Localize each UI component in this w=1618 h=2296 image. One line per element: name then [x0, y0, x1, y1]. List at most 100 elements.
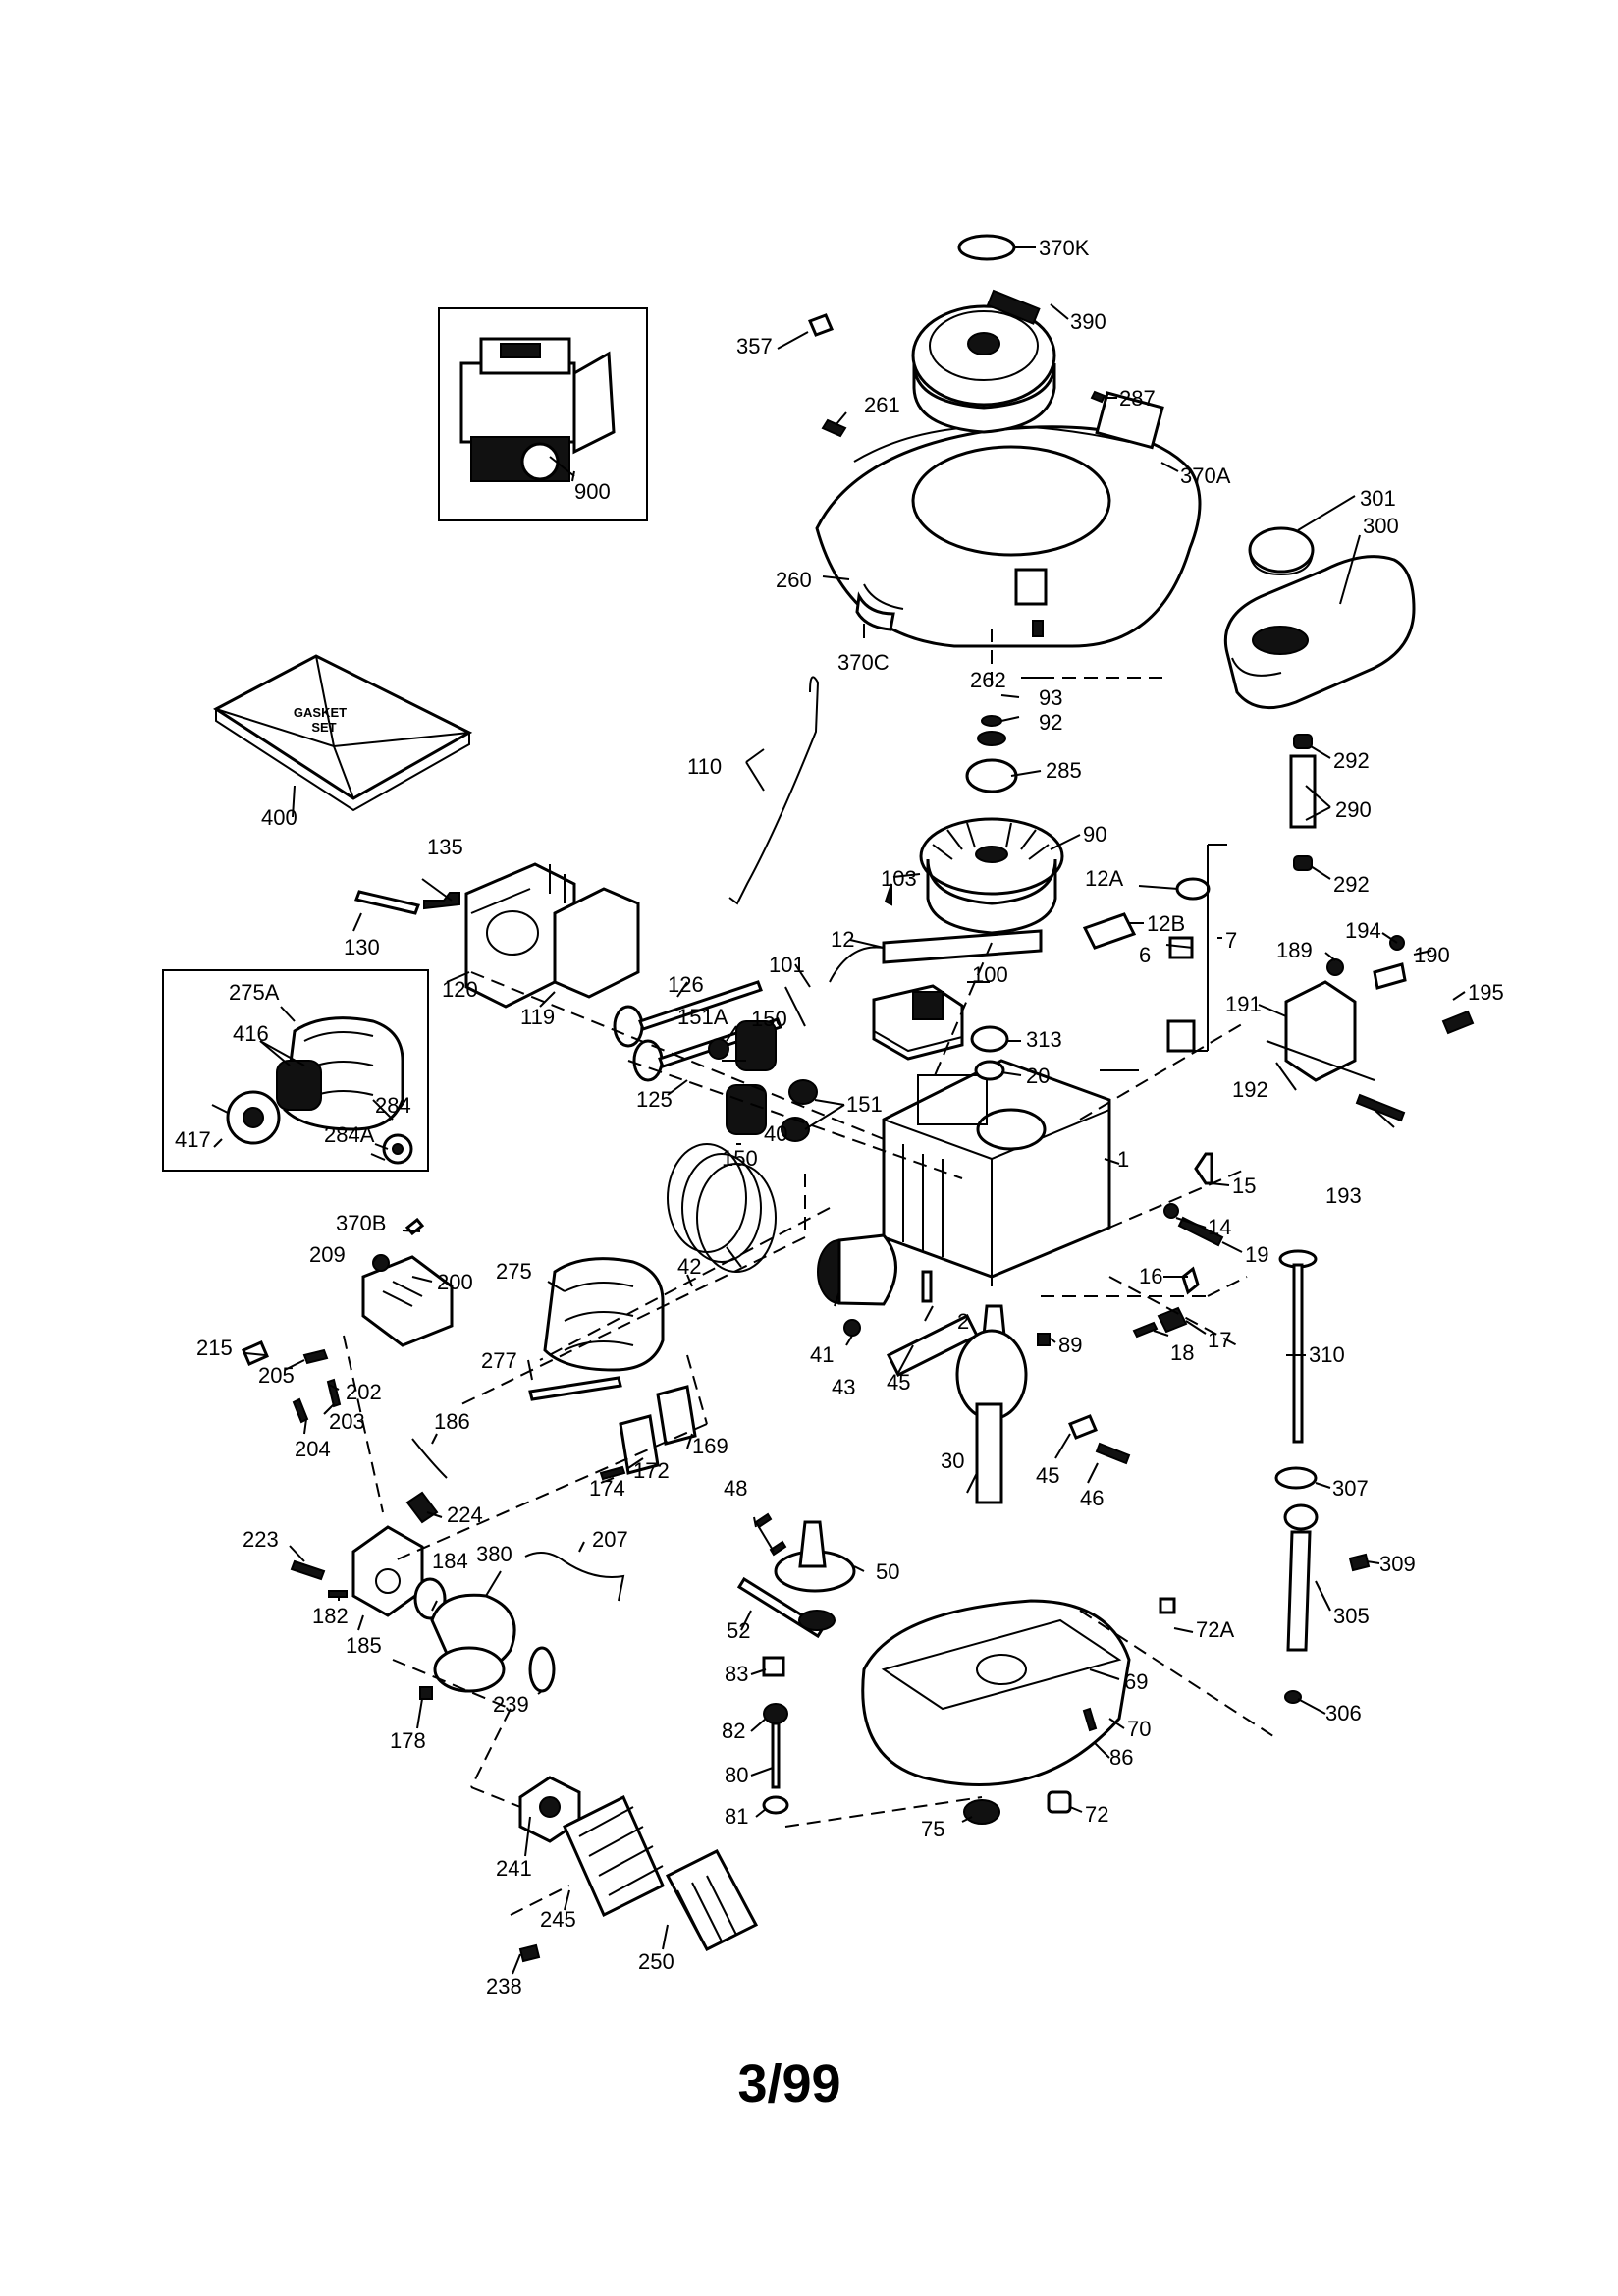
callout-245: 245 — [540, 1907, 576, 1932]
callout-174: 174 — [589, 1476, 625, 1501]
filter-screen-245 — [563, 1794, 665, 1918]
fuel-tank — [1223, 555, 1416, 710]
piston — [817, 1233, 897, 1306]
callout-292b: 292 — [1333, 872, 1370, 897]
camshaft-50 — [774, 1520, 856, 1593]
callout-169: 169 — [692, 1434, 728, 1458]
callout-72: 72 — [1085, 1802, 1108, 1827]
fan-cup-285 — [965, 758, 1018, 793]
gasket-169 — [656, 1385, 697, 1446]
callout-17: 17 — [1208, 1328, 1231, 1352]
part-83 — [762, 1656, 785, 1677]
leader-lines — [213, 246, 1466, 1975]
callout-14: 14 — [1208, 1215, 1231, 1239]
carburetor-380 — [430, 1593, 516, 1693]
gasket-set-envelope: GASKET SET — [213, 654, 473, 812]
callout-238: 238 — [486, 1974, 522, 1998]
callout-400: 400 — [261, 805, 297, 830]
callout-135: 135 — [427, 835, 463, 859]
screw-262 — [1032, 620, 1044, 637]
part-45b — [1068, 1414, 1098, 1440]
callout-203: 203 — [329, 1409, 365, 1434]
callout-30: 30 — [941, 1449, 964, 1473]
callout-370B: 370B — [336, 1211, 386, 1235]
callout-172: 172 — [633, 1458, 670, 1483]
callout-284: 284 — [375, 1093, 411, 1118]
callout-12A: 12A — [1085, 866, 1123, 891]
decal-370A — [1095, 391, 1164, 450]
callout-42: 42 — [677, 1254, 701, 1279]
callout-45a: 45 — [887, 1370, 910, 1394]
bolt-277 — [528, 1376, 622, 1401]
page-code: 3/99 — [737, 2054, 840, 2113]
callout-75: 75 — [921, 1817, 944, 1841]
spring-150-top — [735, 1020, 777, 1071]
carburetor-body-185 — [351, 1525, 424, 1617]
o-ring-239 — [528, 1646, 556, 1693]
screw-189 — [1326, 958, 1344, 976]
spark-plug-135 — [423, 892, 460, 910]
callout-100: 100 — [972, 962, 1008, 987]
part-17 — [1157, 1306, 1188, 1334]
head-gasket-119 — [553, 887, 640, 999]
callout-215: 215 — [196, 1336, 233, 1360]
callout-52: 52 — [727, 1618, 750, 1643]
callout-70: 70 — [1127, 1717, 1151, 1741]
assembly-dashed-lines — [343, 629, 1277, 1916]
part-313 — [970, 1025, 1009, 1053]
air-filter-inset-box — [162, 969, 429, 1172]
screw-309 — [1348, 1553, 1371, 1572]
callout-307: 307 — [1332, 1476, 1369, 1501]
callout-275A: 275A — [229, 980, 280, 1005]
callout-192: 192 — [1232, 1077, 1268, 1102]
callout-92: 92 — [1039, 710, 1062, 735]
callout-195: 195 — [1468, 980, 1504, 1005]
shaft-80 — [771, 1722, 781, 1789]
callout-120: 120 — [442, 977, 478, 1002]
callout-193: 193 — [1325, 1183, 1362, 1208]
callout-310: 310 — [1309, 1342, 1345, 1367]
callout-284A: 284A — [324, 1122, 375, 1147]
link-207 — [524, 1552, 625, 1602]
clamp-292-top — [1293, 734, 1313, 749]
part-178 — [419, 1686, 433, 1700]
callout-194: 194 — [1345, 918, 1381, 943]
callout-306: 306 — [1325, 1701, 1362, 1725]
screw-18 — [1132, 1321, 1159, 1339]
engine-inset-box — [438, 307, 648, 521]
callout-72A: 72A — [1196, 1617, 1234, 1642]
callout-46: 46 — [1080, 1486, 1104, 1510]
o-ring-307 — [1274, 1466, 1318, 1490]
callout-204: 204 — [295, 1437, 331, 1461]
part-205 — [302, 1348, 329, 1365]
part-7 — [1166, 1019, 1196, 1053]
screw-174 — [599, 1465, 626, 1481]
callout-370K: 370K — [1039, 236, 1090, 260]
screw-223 — [290, 1559, 326, 1581]
callout-151A: 151A — [677, 1005, 728, 1029]
screw-261 — [821, 418, 847, 438]
callout-178: 178 — [390, 1728, 426, 1753]
fuel-cap — [1248, 526, 1315, 576]
gasket-set-text-line-2: SET — [311, 720, 336, 735]
cylinder-block — [882, 1059, 1111, 1286]
callout-50: 50 — [876, 1559, 899, 1584]
screw-238 — [518, 1943, 541, 1963]
sump-69 — [861, 1599, 1131, 1786]
spring-203 — [326, 1378, 342, 1408]
gasket-172 — [619, 1414, 660, 1475]
valve-stem-126 — [638, 980, 763, 1031]
callout-86: 86 — [1109, 1745, 1133, 1770]
tube-305 — [1286, 1530, 1312, 1652]
crankshaft — [955, 1304, 1028, 1504]
callout-110: 110 — [687, 754, 722, 779]
callout-101: 101 — [769, 953, 805, 977]
screw-182 — [328, 1590, 348, 1598]
callout-416: 416 — [233, 1021, 269, 1046]
spring-193 — [1355, 1093, 1406, 1122]
callout-45b: 45 — [1036, 1463, 1059, 1488]
link-192 — [1266, 1040, 1375, 1081]
callout-15: 15 — [1232, 1174, 1256, 1198]
part-195 — [1441, 1010, 1475, 1035]
